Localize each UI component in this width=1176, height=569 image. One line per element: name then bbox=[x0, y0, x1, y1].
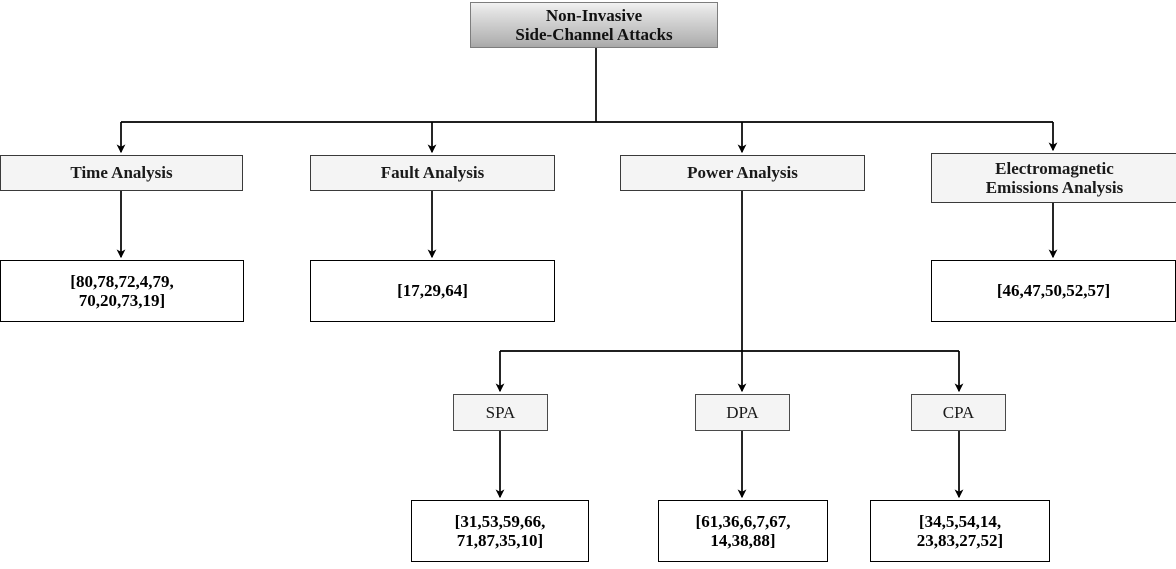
root-node-non-invasive-side-channel-attacks[interactable]: Non-Invasive Side-Channel Attacks bbox=[470, 2, 718, 48]
subtype-node-cpa[interactable]: CPA bbox=[911, 394, 1006, 431]
reference-leaf-cpa[interactable]: [34,5,54,14, 23,83,27,52] bbox=[870, 500, 1050, 562]
reference-leaf-time-analysis[interactable]: [80,78,72,4,79, 70,20,73,19] bbox=[0, 260, 244, 322]
reference-leaf-dpa[interactable]: [61,36,6,7,67, 14,38,88] bbox=[658, 500, 828, 562]
category-node-electromagnetic-emissions-analysis[interactable]: Electromagnetic Emissions Analysis bbox=[931, 153, 1176, 203]
reference-leaf-fault-analysis[interactable]: [17,29,64] bbox=[310, 260, 555, 322]
reference-leaf-spa[interactable]: [31,53,59,66, 71,87,35,10] bbox=[411, 500, 589, 562]
category-node-power-analysis[interactable]: Power Analysis bbox=[620, 155, 865, 191]
subtype-node-spa[interactable]: SPA bbox=[453, 394, 548, 431]
category-node-fault-analysis[interactable]: Fault Analysis bbox=[310, 155, 555, 191]
reference-leaf-electromagnetic-emissions-analysis[interactable]: [46,47,50,52,57] bbox=[931, 260, 1176, 322]
category-node-time-analysis[interactable]: Time Analysis bbox=[0, 155, 243, 191]
subtype-node-dpa[interactable]: DPA bbox=[695, 394, 790, 431]
